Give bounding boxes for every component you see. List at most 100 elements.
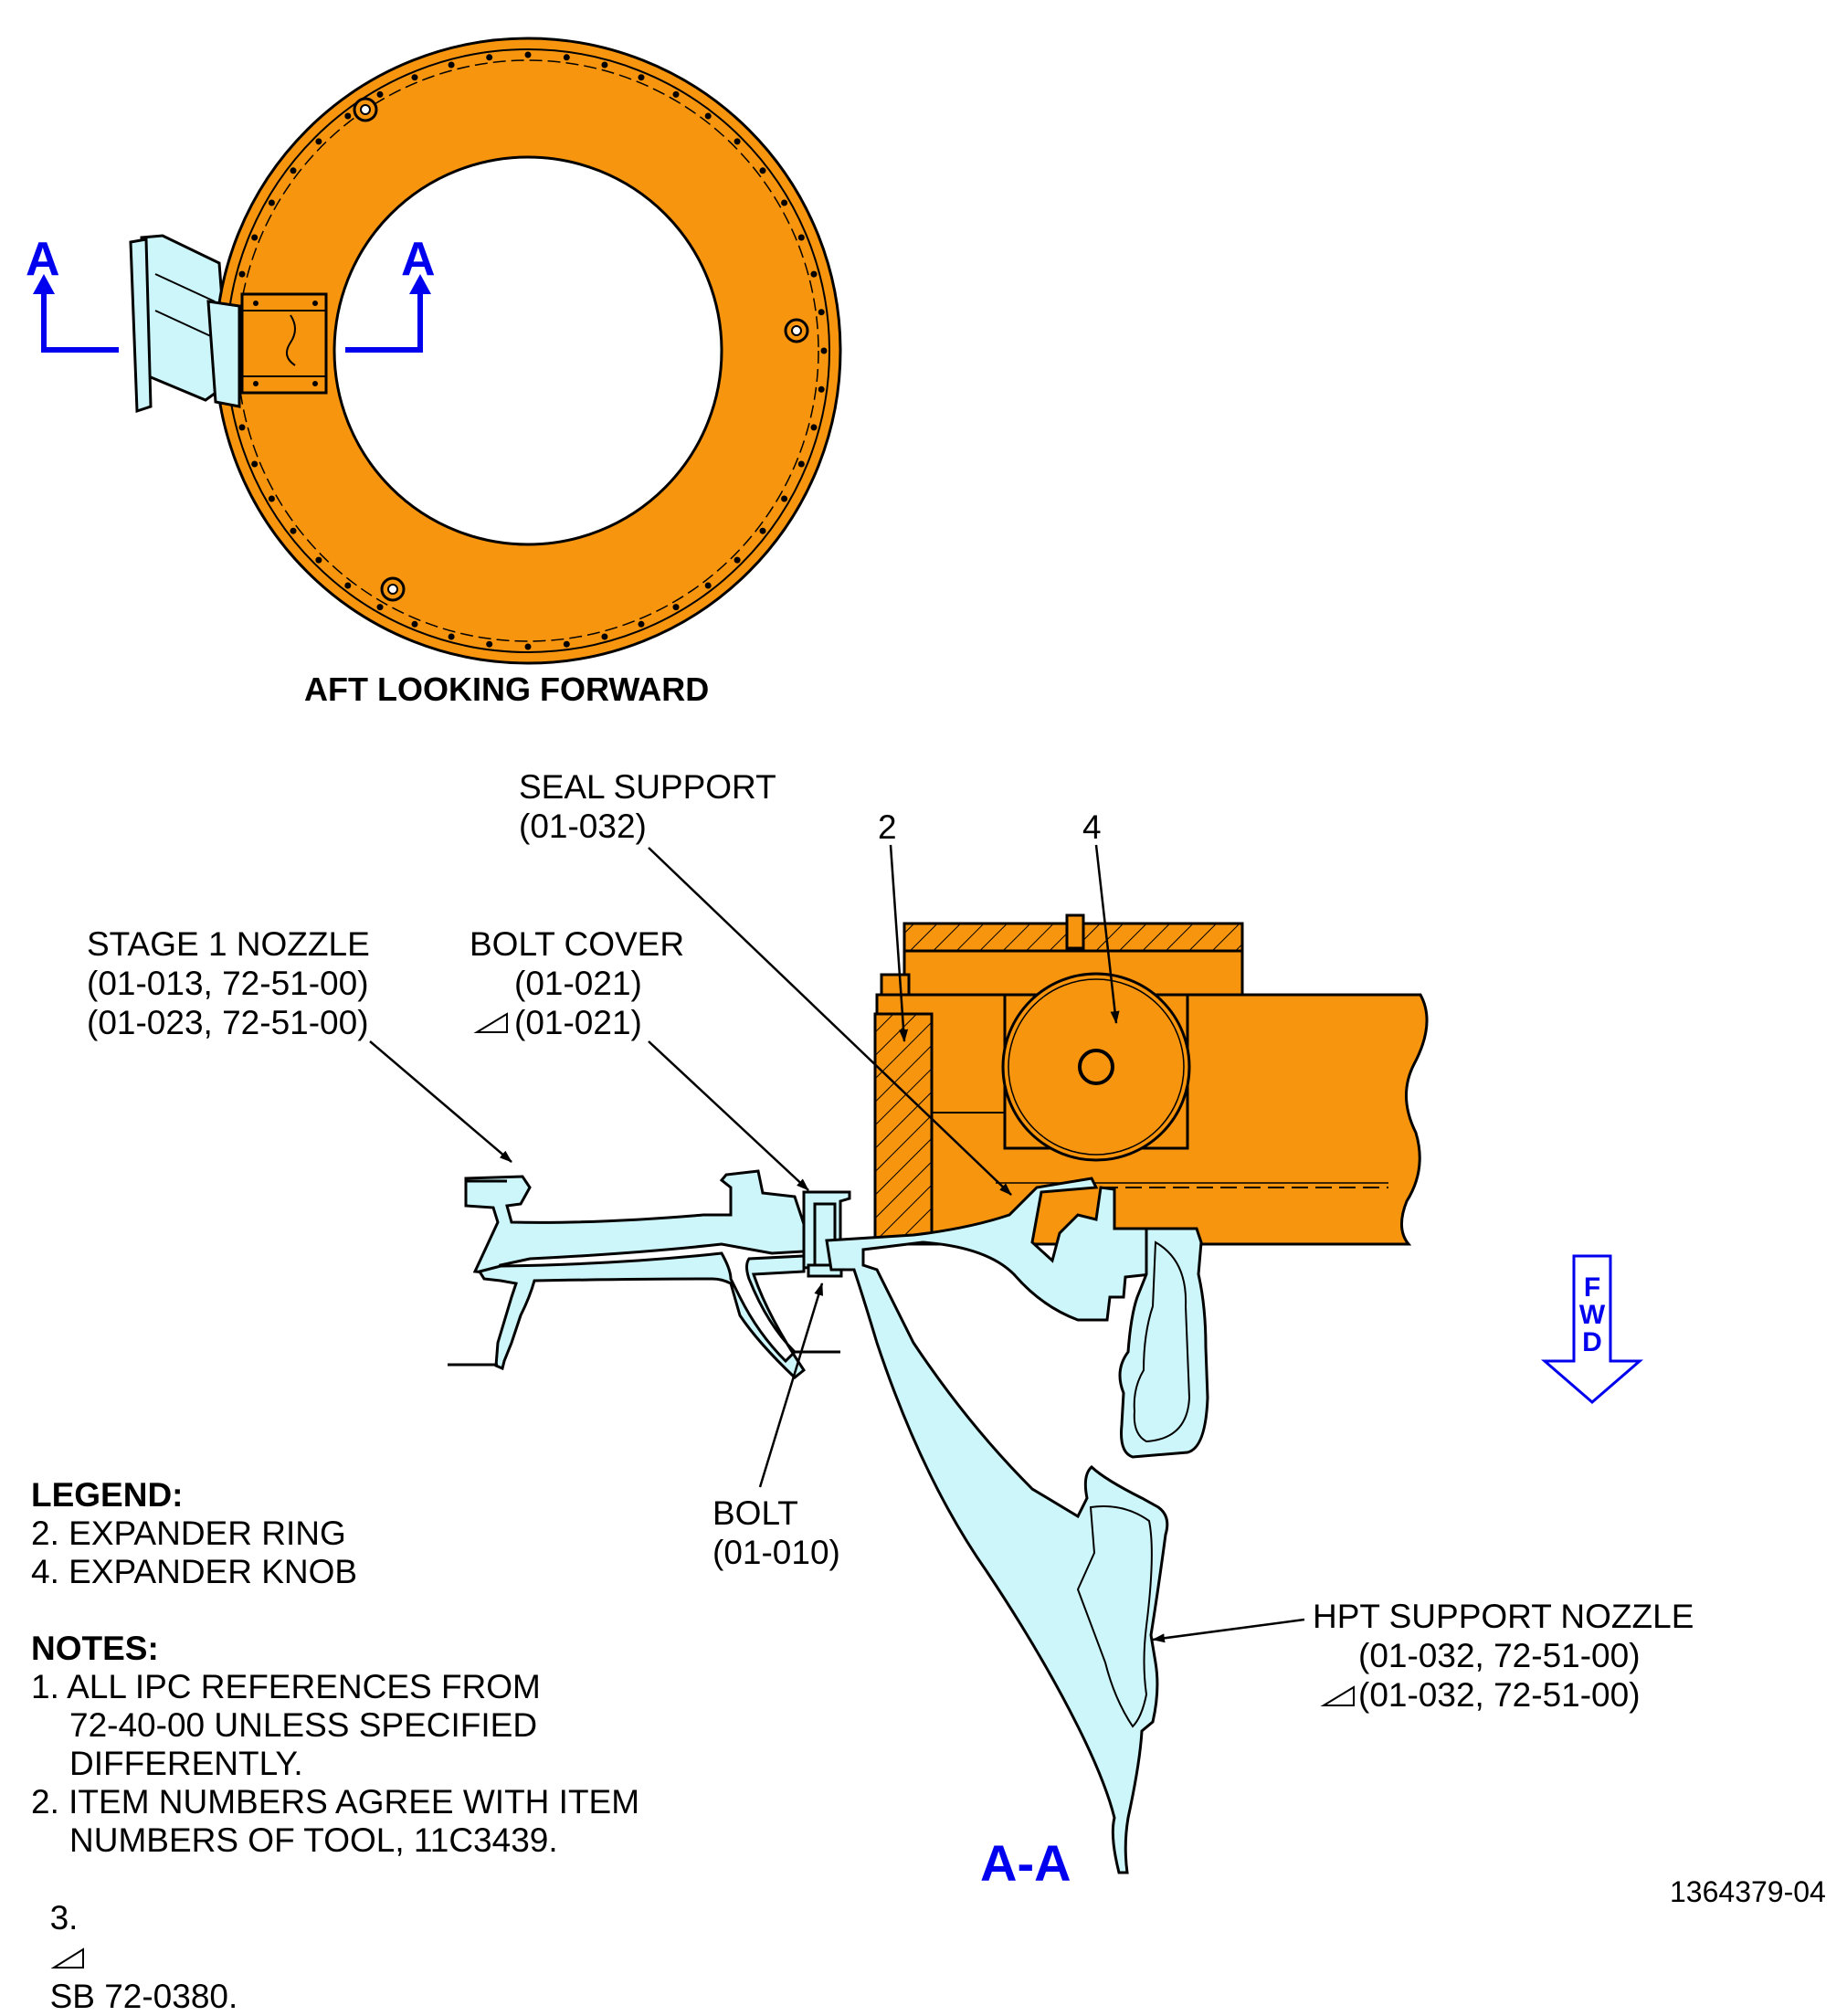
rim-bolt-hole: [376, 604, 384, 611]
section-cut-line: [33, 274, 431, 353]
stage1-nozzle-ref2: (01-023, 72-51-00): [87, 1004, 369, 1041]
rim-bolt-hole: [601, 633, 608, 640]
rim-bolt-hole: [759, 527, 766, 534]
rim-bolt-hole: [818, 385, 825, 393]
rim-bolt-hole: [524, 51, 532, 58]
rim-bolt-hole: [290, 167, 297, 174]
rim-bolt-hole: [448, 633, 455, 640]
note-1-line-1: 1. ALL IPC REFERENCES FROM: [31, 1668, 541, 1705]
fwd-label-f: F: [1583, 1272, 1601, 1303]
hpt-support-nozzle-section: [825, 1177, 1209, 1874]
ring-knob-bottom: [380, 576, 406, 602]
rim-bolt-hole: [251, 234, 259, 241]
note-3: 3. SB 72-0380.: [31, 1859, 238, 2016]
expander-knob-item-4: [1001, 972, 1191, 1162]
notes-title: NOTES:: [31, 1630, 159, 1667]
figure-id: 1364379-04: [1670, 1875, 1826, 1908]
leader-item-4: [1094, 844, 1120, 1024]
expander-ring-top-view: [129, 37, 842, 665]
rim-bolt-hole: [781, 495, 788, 502]
rim-bolt-hole: [268, 495, 275, 502]
section-title: A-A: [980, 1834, 1071, 1892]
sb-mark-hpt: [1320, 1685, 1355, 1706]
nozzle-vane-top: [129, 237, 153, 414]
stage1-nozzle-inner: [477, 1251, 807, 1379]
rim-bolt-hole: [704, 112, 712, 120]
rim-bolt-hole: [238, 424, 246, 431]
rim-bolt-hole: [734, 138, 741, 145]
bolt-ref: (01-010): [712, 1534, 840, 1571]
stage1-nozzle-ref1: (01-013, 72-51-00): [87, 965, 369, 1002]
sb-mark-bolt-cover: [473, 1012, 508, 1033]
section-mark-left: A: [26, 233, 60, 286]
rim-bolt-hole: [315, 138, 322, 145]
ring-rim-line-2: [237, 59, 819, 642]
rim-bolt-hole: [672, 604, 680, 611]
note-2-line-1: 2. ITEM NUMBERS AGREE WITH ITEM: [31, 1783, 640, 1821]
note-1-line-2: 72-40-00 UNLESS SPECIFIED: [69, 1706, 538, 1744]
rim-bolt-hole: [638, 74, 645, 81]
expander-ring-body: [214, 37, 842, 665]
hpt-lug: [1118, 1227, 1209, 1459]
tool-section: [873, 913, 1429, 1246]
ring-knob-right: [784, 318, 809, 343]
rim-bolt-hole: [638, 620, 645, 628]
sb-mark-icon: [50, 1947, 84, 1969]
rim-bolt-hole: [238, 270, 246, 278]
rim-bolt-hole: [734, 556, 741, 564]
rim-bolt-hole: [411, 620, 418, 628]
legend-item-4: 4. EXPANDER KNOB: [31, 1553, 358, 1590]
rim-bolt-hole: [781, 199, 788, 206]
rim-bolt-hole: [524, 643, 532, 650]
bolt-cover-name: BOLT COVER: [470, 925, 685, 963]
leader-hpt-nozzle: [1152, 1618, 1305, 1643]
bolt-cover-ref2: (01-021): [514, 1004, 642, 1041]
stage1-nozzle-outer: [464, 1169, 806, 1276]
rim-bolt-hole: [810, 270, 818, 278]
ring-bolt-holes: [228, 51, 828, 650]
leader-bolt-cover: [648, 1040, 809, 1191]
fwd-label-w: W: [1578, 1300, 1606, 1330]
rim-bolt-hole: [251, 460, 259, 468]
seal-support-ref: (01-032): [519, 807, 647, 845]
diagram-drawing: [33, 37, 1644, 1874]
rim-bolt-hole: [376, 90, 384, 98]
rim-bolt-hole: [411, 74, 418, 81]
rim-bolt-hole: [486, 54, 493, 61]
rim-bolt-hole: [344, 112, 352, 120]
note-3-text: SB 72-0380.: [49, 1978, 238, 2015]
rim-bolt-hole: [290, 527, 297, 534]
stage1-nozzle-section: [448, 1169, 851, 1379]
hpt-nozzle-pocket: [1076, 1505, 1153, 1728]
leader-bolt: [758, 1282, 824, 1488]
stage1-nozzle-name: STAGE 1 NOZZLE: [87, 925, 370, 963]
ring-knob-top: [353, 97, 378, 122]
rim-bolt-hole: [315, 556, 322, 564]
note-1-line-3: DIFFERENTLY.: [69, 1745, 303, 1782]
leader-stage1-nozzle: [369, 1040, 512, 1163]
note-2-line-2: NUMBERS OF TOOL, 11C3439.: [69, 1821, 558, 1859]
bolt-name: BOLT: [712, 1494, 798, 1532]
item-4-label: 4: [1082, 808, 1102, 846]
bolt-cover-ref1: (01-021): [514, 965, 642, 1002]
rim-bolt-hole: [563, 640, 570, 648]
rim-bolt-hole: [810, 424, 818, 431]
hpt-nozzle-name: HPT SUPPORT NOZZLE: [1313, 1598, 1694, 1635]
rim-bolt-hole: [797, 460, 805, 468]
hpt-nozzle-ref2: (01-032, 72-51-00): [1358, 1676, 1641, 1714]
ring-bracket-block: [240, 292, 328, 395]
section-mark-right: A: [401, 233, 436, 286]
diagram-stage: AFT LOOKING FORWARD A A A-A F W D SEAL S…: [26, 37, 1826, 2015]
leader-item-2: [889, 844, 909, 1042]
rim-bolt-hole: [601, 61, 608, 69]
view-title: AFT LOOKING FORWARD: [304, 670, 710, 708]
rim-bolt-hole: [448, 61, 455, 69]
rim-bolt-hole: [818, 309, 825, 316]
rim-bolt-hole: [672, 90, 680, 98]
item-2-label: 2: [878, 808, 897, 846]
rim-bolt-hole: [704, 582, 712, 589]
fwd-arrow: [1540, 1254, 1644, 1404]
note-3-prefix: 3.: [49, 1899, 79, 1937]
hpt-support-flange: [825, 1177, 1169, 1874]
rim-bolt-hole: [268, 199, 275, 206]
